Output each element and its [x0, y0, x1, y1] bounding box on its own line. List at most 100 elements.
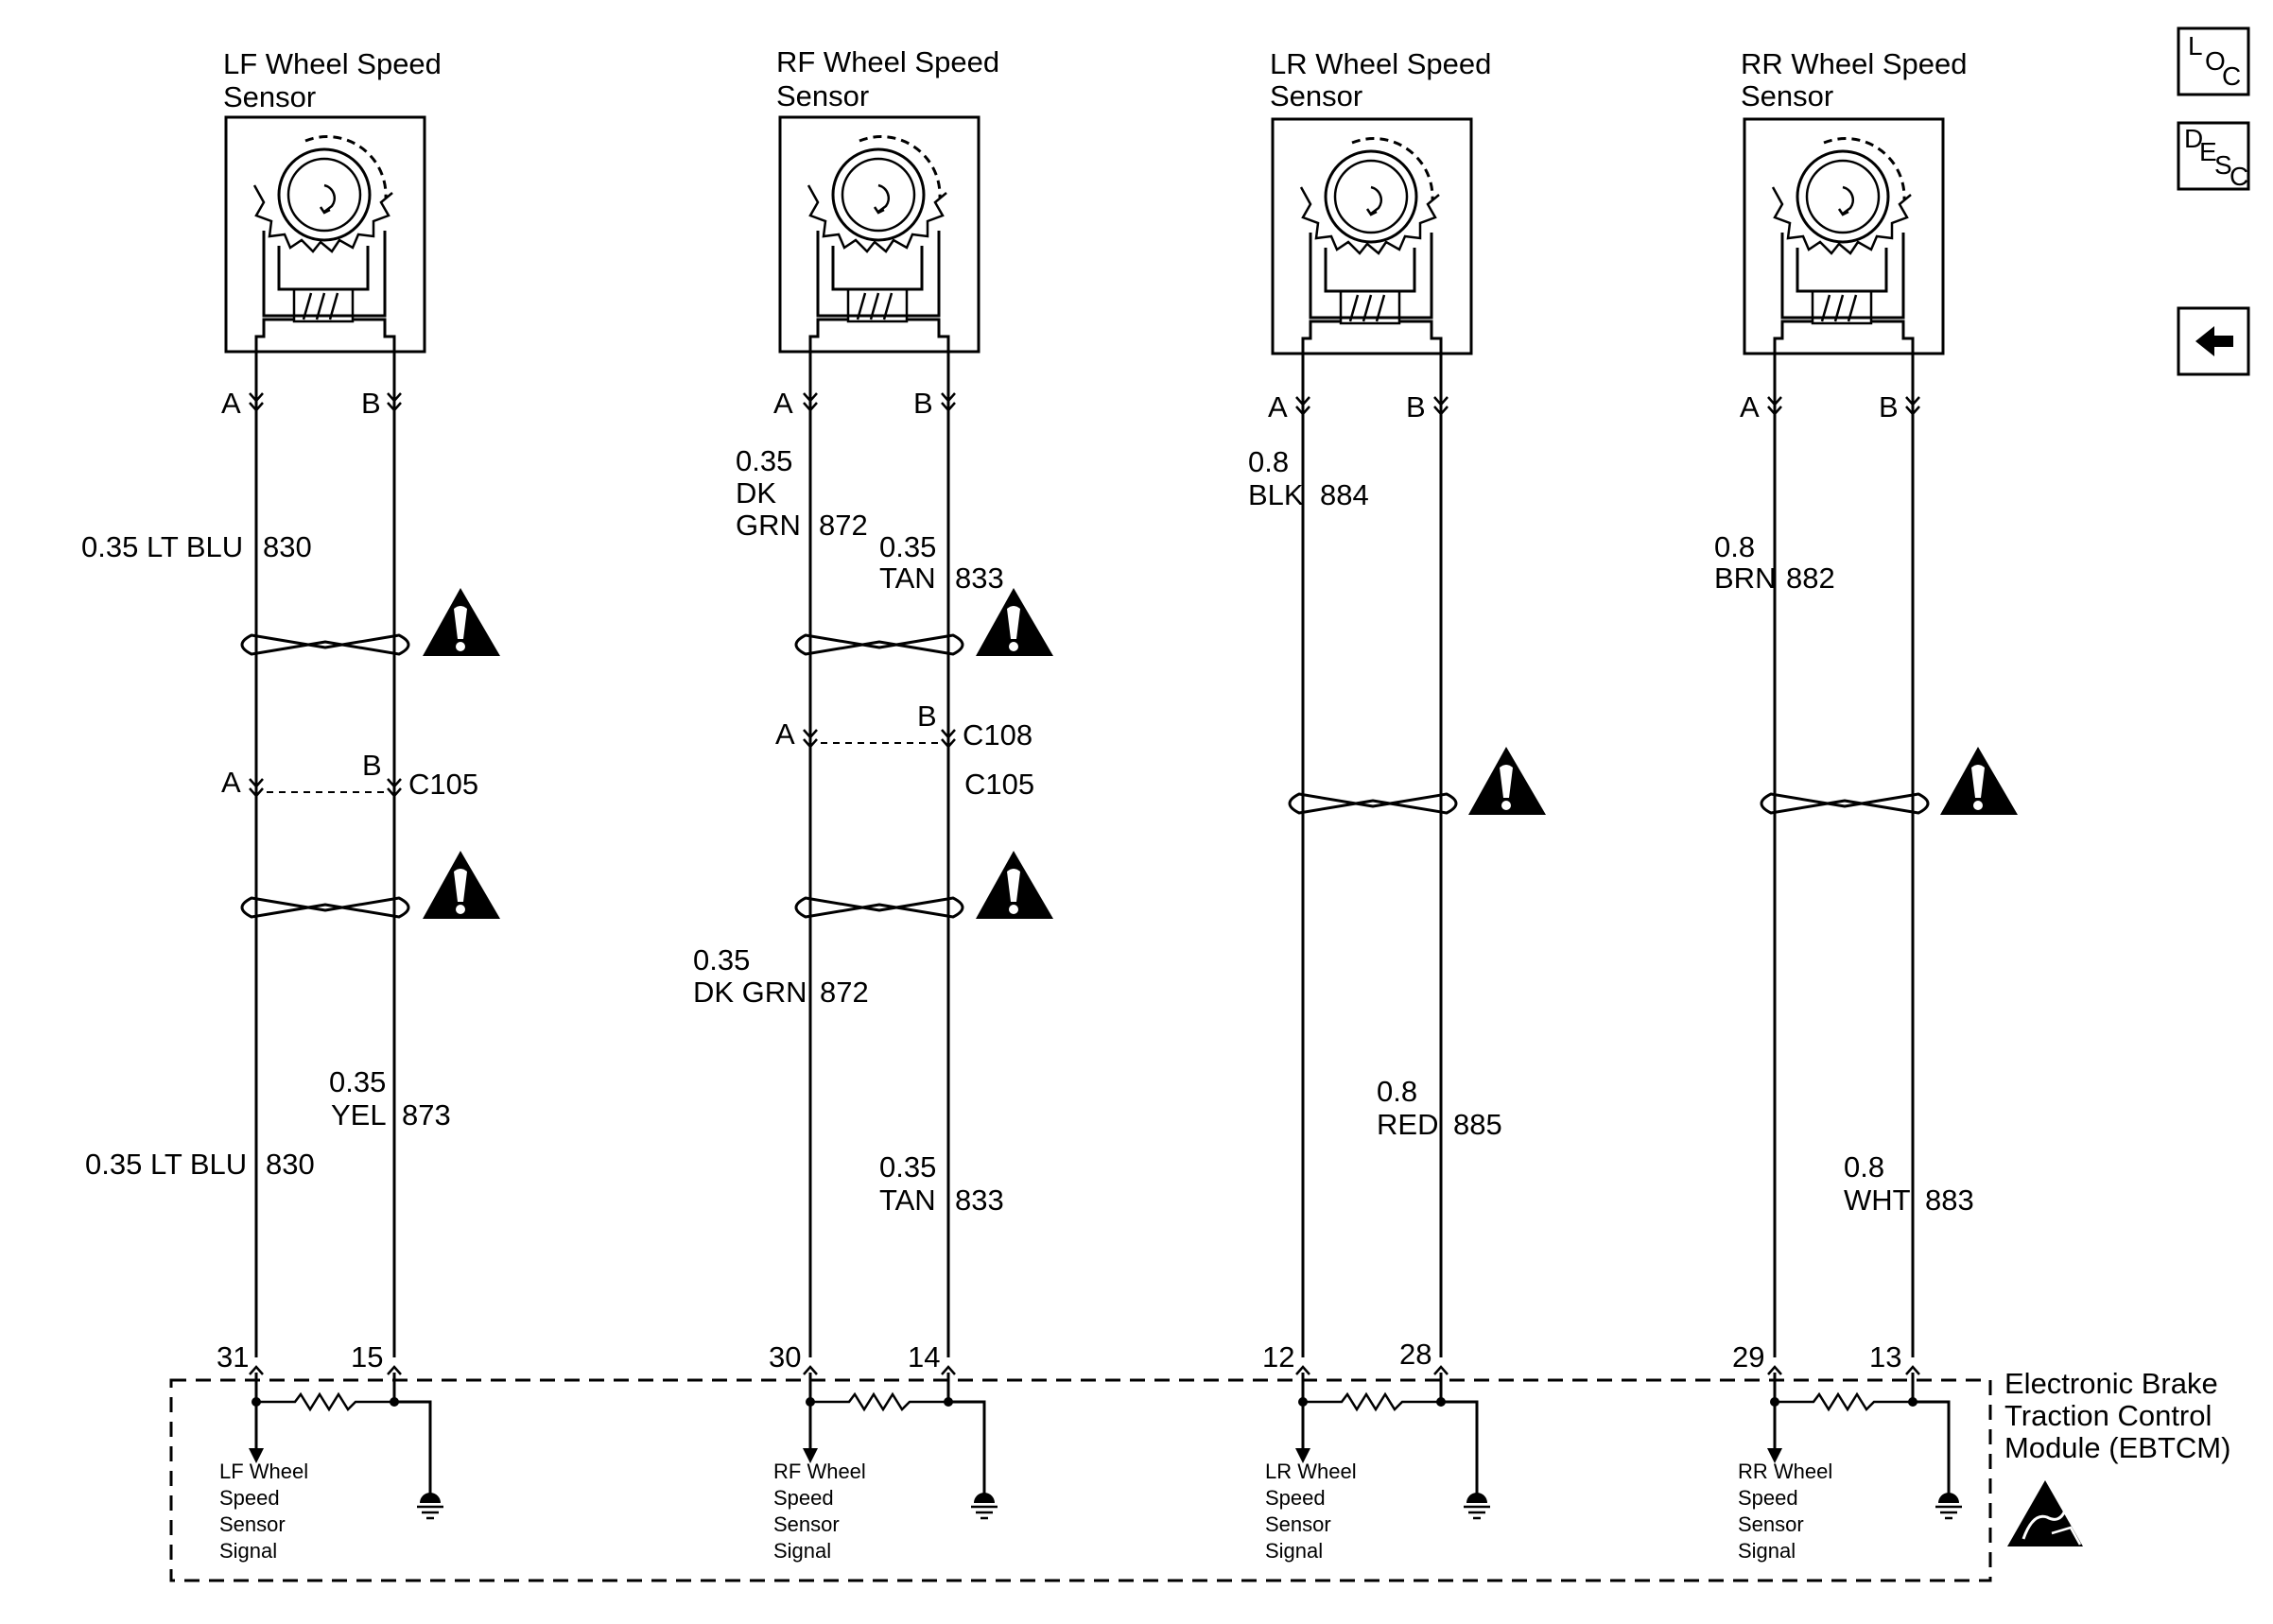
ebtcm-module: Electronic Brake Traction Control Module…	[169, 1338, 2230, 1582]
module-pin-number: 31	[217, 1340, 249, 1373]
module-pin-number: 12	[1262, 1340, 1294, 1373]
ground-icon	[974, 1493, 995, 1503]
signal-arrow-icon	[249, 1448, 264, 1463]
label-separators	[254, 529, 396, 1180]
back-button[interactable]	[2177, 306, 2250, 376]
module-internal-circuits	[249, 1373, 1962, 1520]
circuit-number: 872	[820, 976, 869, 1009]
module-title: Module (EBTCM)	[2004, 1431, 2230, 1464]
signal-label: Signal	[773, 1539, 831, 1563]
description-button[interactable]: D E S C	[2177, 121, 2250, 191]
sensor-title: LF Wheel Speed	[223, 47, 442, 80]
wire-gauge-label: 0.8	[1714, 530, 1755, 563]
circuit-number: 833	[955, 561, 1004, 595]
warnings	[423, 588, 2018, 919]
module-pin-number: 29	[1732, 1340, 1764, 1373]
sensor-title: LR Wheel Speed	[1270, 47, 1491, 80]
circuit-number: 883	[1925, 1183, 1974, 1217]
circuit-number: 873	[402, 1098, 451, 1132]
back-arrow-icon	[2195, 326, 2233, 356]
module-pin-number: 14	[908, 1340, 940, 1373]
signal-label: RR Wheel	[1738, 1460, 1832, 1483]
wire-labels: 0.35 LT BLU 830 0.35 LT BLU 830 0.35 YEL…	[81, 444, 1974, 1217]
junction-dot	[806, 1397, 815, 1407]
circuit-number: 833	[955, 1183, 1004, 1217]
signal-label: LR Wheel	[1265, 1460, 1357, 1483]
module-pin-number: 28	[1399, 1338, 1431, 1371]
nav-letter: O	[2205, 46, 2226, 76]
nav-letter: C	[2230, 162, 2248, 191]
warning-triangle-icon	[976, 588, 1053, 656]
module-title: Traction Control	[2004, 1399, 2212, 1432]
wire-color-label: TAN	[879, 561, 936, 595]
twisted-pair-icon	[1760, 792, 1930, 815]
sensor-title: RF Wheel Speed	[776, 45, 999, 78]
circuit-number: 830	[266, 1148, 315, 1181]
wire-gauge-label: 0.8	[1377, 1075, 1417, 1108]
connector-pin-label: A	[221, 766, 241, 799]
twisted-pair-icon	[794, 896, 964, 919]
warning-triangle-icon	[423, 588, 500, 656]
signal-label: Signal	[219, 1539, 277, 1563]
signal-arrow-icon	[803, 1448, 818, 1463]
signal-label: Signal	[1738, 1539, 1796, 1563]
nav-letter: C	[2222, 61, 2241, 91]
wire-gauge-label: 0.35	[736, 444, 792, 477]
wire-gauge-label: 0.35	[879, 530, 936, 563]
internal-wire	[1913, 1400, 1951, 1494]
module-title: Electronic Brake	[2004, 1367, 2218, 1400]
junction-dot	[252, 1397, 261, 1407]
wire-color-label: DK	[736, 476, 776, 510]
connector-id: C105	[408, 768, 478, 801]
wire-color-label: YEL	[331, 1098, 387, 1132]
circuit-number: 885	[1453, 1108, 1502, 1141]
pin-label: A	[1268, 390, 1288, 423]
warning-triangle-icon	[423, 851, 500, 919]
nav-letter: E	[2199, 137, 2217, 166]
connector-c108-rf: A B C108 C105	[775, 700, 1034, 801]
signal-arrow-icon	[1295, 1448, 1310, 1463]
wire-color-label: GRN	[736, 509, 801, 542]
ground-icon	[420, 1493, 441, 1503]
sensor-lr: LR Wheel Speed Sensor A B	[1268, 47, 1491, 423]
warning-triangle-icon	[1940, 747, 2018, 815]
wheel-speed-sensor-icon	[1271, 117, 1473, 355]
twisted-pairs	[240, 633, 1930, 919]
resistor-icon	[1303, 1391, 1441, 1412]
location-button[interactable]: L O C	[2177, 26, 2250, 96]
resistor-icon	[810, 1391, 948, 1412]
sensor-lf: LF Wheel Speed Sensor A B	[221, 47, 442, 420]
pin-label: B	[1879, 390, 1899, 423]
nav-letter: D	[2184, 124, 2203, 153]
signal-label: Sensor	[1265, 1512, 1331, 1536]
nav-letter: S	[2214, 150, 2232, 180]
ground-icon	[417, 1505, 443, 1520]
wheel-speed-sensor-icon	[1743, 117, 1945, 355]
wire-color-label: 0.35 LT BLU	[81, 530, 243, 563]
resistor-icon	[1775, 1391, 1913, 1412]
internal-wire	[1441, 1400, 1479, 1494]
nav-letter: L	[2188, 31, 2203, 60]
sensor-connectors	[248, 391, 1921, 416]
sensor-rf: RF Wheel Speed Sensor A B	[773, 45, 999, 420]
junction-dot	[1298, 1397, 1308, 1407]
circuit-number: 830	[263, 530, 312, 563]
twisted-pair-icon	[1288, 792, 1458, 815]
pin-label: A	[221, 387, 241, 420]
module-pin-number: 30	[769, 1340, 801, 1373]
circuit-number: 872	[819, 509, 868, 542]
signal-label: Speed	[773, 1486, 834, 1510]
warning-triangle-icon	[976, 851, 1053, 919]
circuit-number: 884	[1320, 478, 1369, 511]
ground-icon	[1464, 1505, 1490, 1520]
signal-label: Speed	[1738, 1486, 1798, 1510]
warning-triangle-icon	[1468, 747, 1546, 815]
pin-label: B	[361, 387, 381, 420]
connector-pin-label: A	[775, 717, 795, 751]
pin-label: B	[1406, 390, 1426, 423]
junction-dot	[1770, 1397, 1779, 1407]
wire-gauge-label: 0.8	[1248, 445, 1289, 478]
sensor-title: Sensor	[1270, 79, 1362, 112]
wire-gauge-label: 0.35	[879, 1150, 936, 1183]
